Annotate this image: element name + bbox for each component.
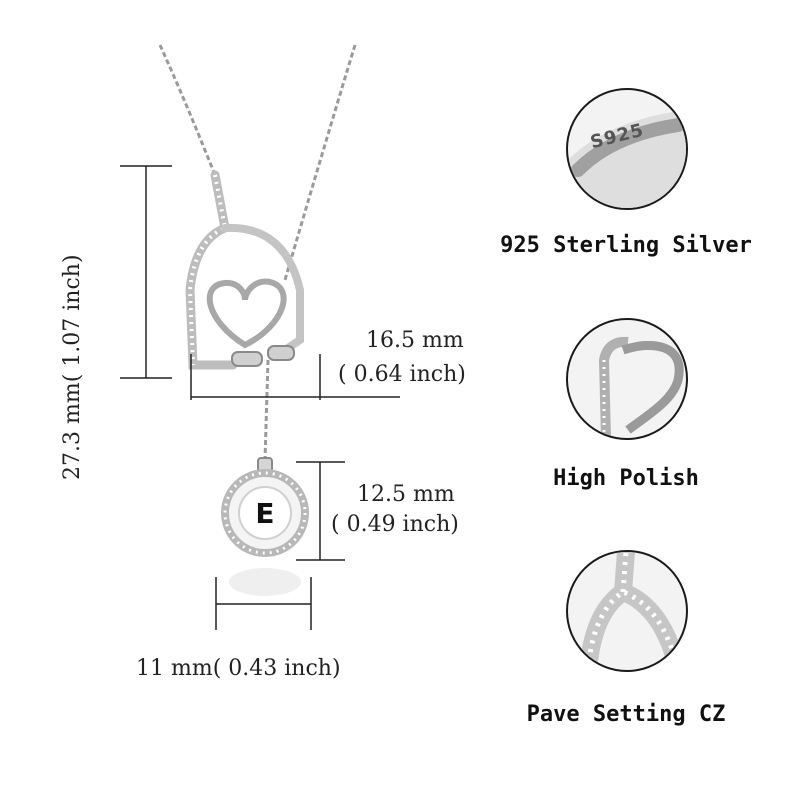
pendant-width-mm-label: 16.5 mm [366, 328, 464, 353]
drop-chain [263, 359, 270, 461]
height-dimension-line [120, 165, 172, 379]
high-polish-detail-image [566, 318, 688, 440]
height-dimension-label: 27.3 mm( 1.07 inch) [60, 254, 85, 480]
stethoscope-frame-pave [187, 174, 228, 366]
charm-height-mm-label: 12.5 mm [357, 482, 455, 507]
feature-label-sterling-silver: 925 Sterling Silver [500, 233, 752, 258]
pendant-width-dimension-line [190, 354, 400, 400]
clasp-detail-icon [568, 110, 686, 208]
stethoscope-frame [185, 170, 238, 370]
charm-reflection [229, 568, 301, 596]
pendant-width-inch-label: ( 0.64 inch) [338, 362, 466, 387]
chain-left [158, 44, 217, 176]
initial-charm-center [238, 486, 292, 540]
stethoscope-tube [267, 345, 295, 361]
charm-width-label: 11 mm( 0.43 inch) [136, 656, 341, 681]
heart-shape [206, 278, 287, 349]
sterling-silver-detail-image: S925 [566, 88, 688, 210]
charm-initial-letter: E [255, 497, 275, 530]
pave-setting-detail-image [566, 550, 688, 672]
heart-polish-detail-icon [598, 336, 684, 438]
stethoscope-arm-right [221, 223, 304, 354]
charm-height-dimension-line [296, 461, 345, 561]
feature-label-pave-setting: Pave Setting CZ [526, 702, 726, 727]
initial-charm-pave [223, 471, 307, 555]
chain-right [283, 44, 357, 281]
charm-width-dimension-line [215, 577, 312, 630]
pave-detail-icon [579, 552, 686, 670]
stethoscope-tube [231, 351, 263, 367]
charm-height-inch-label: ( 0.49 inch) [331, 512, 459, 537]
feature-label-high-polish: High Polish [553, 466, 699, 491]
